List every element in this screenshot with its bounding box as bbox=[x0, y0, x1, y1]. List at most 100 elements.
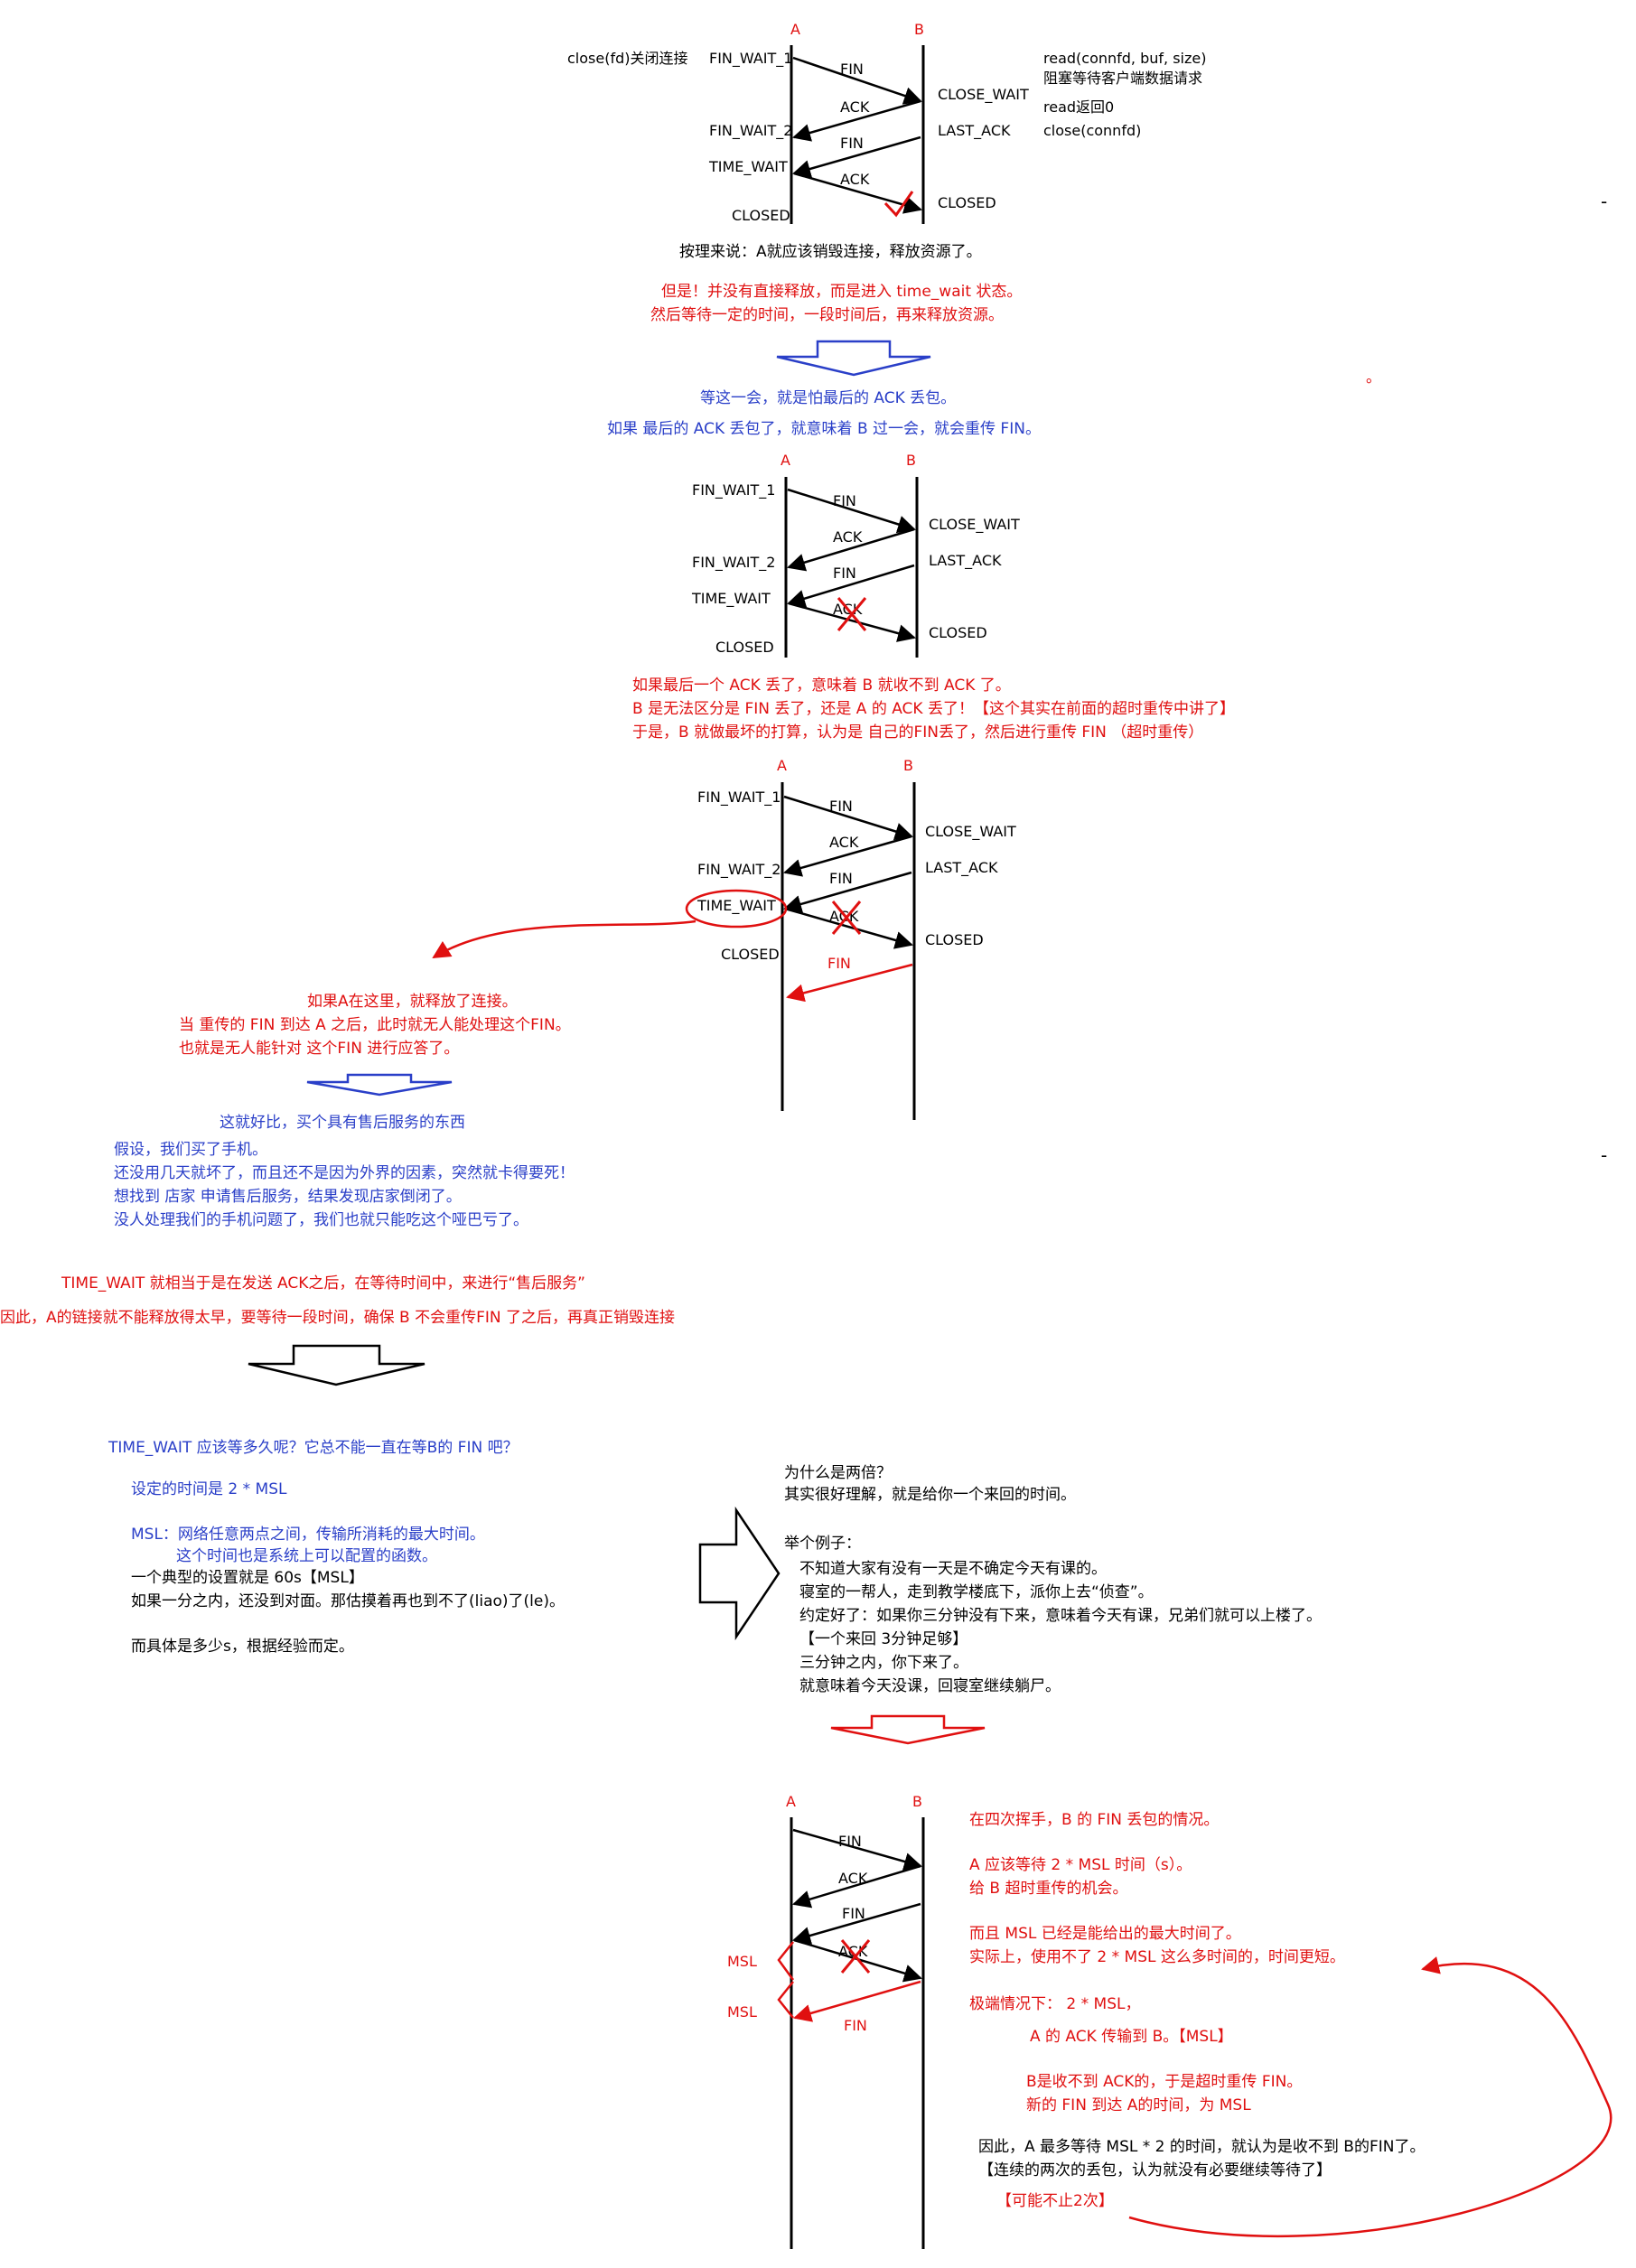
retransmit-fin-label: FIN bbox=[827, 955, 851, 972]
state-b-3: CLOSED bbox=[925, 931, 984, 948]
msg-1-label: FIN bbox=[833, 492, 856, 509]
msg-4-arrow bbox=[784, 907, 913, 949]
state-a-4: CLOSED bbox=[715, 639, 774, 656]
msg-1-label: FIN bbox=[829, 798, 853, 815]
state-a-2: FIN_WAIT_2 bbox=[697, 861, 781, 879]
text4-line3: 也就是无人能针对 这个FIN 进行应答了。 bbox=[179, 1040, 460, 1058]
text9-line4: 而且 MSL 已经是能给出的最大时间了。 bbox=[969, 1925, 1241, 1943]
text7-line7: 而具体是多少s，根据经验而定。 bbox=[131, 1638, 354, 1656]
right-note-3: read返回0 bbox=[1043, 98, 1114, 116]
down-arrow-icon-4 bbox=[830, 1714, 986, 1745]
text8-line1: 为什么是两倍？ bbox=[784, 1464, 892, 1482]
text3-line3: 于是，B 就做最坏的打算，认为是 自己的FIN丢了，然后进行重传 FIN （超时… bbox=[632, 723, 1204, 742]
left-note: close(fd)关闭连接 bbox=[567, 50, 688, 67]
host-b-label: B bbox=[914, 21, 924, 38]
msg-3-arrow bbox=[787, 564, 915, 608]
text1-line1: 按理来说：A就应该销毁连接，释放资源了。 bbox=[679, 243, 982, 261]
host-a-label: A bbox=[786, 1793, 796, 1810]
margin-mark-2: - bbox=[1601, 1144, 1608, 1166]
text9-line1: 在四次挥手，B 的 FIN 丢包的情况。 bbox=[969, 1811, 1220, 1829]
msg-1-arrow bbox=[787, 488, 916, 534]
msg-1-label: FIN bbox=[838, 1833, 862, 1850]
text8-line5: 寝室的一帮人，走到教学楼底下，派你上去“侦查”。 bbox=[799, 1583, 1154, 1601]
msg-2-label: ACK bbox=[840, 98, 870, 116]
checkmark-icon bbox=[883, 191, 914, 218]
state-a-3: TIME_WAIT bbox=[696, 897, 776, 915]
diagram-1: A B close(fd)关闭连接 FIN_WAIT_1 FIN_WAIT_2 … bbox=[567, 21, 1206, 224]
cross-icon bbox=[831, 901, 862, 935]
state-b-1: CLOSE_WAIT bbox=[929, 516, 1020, 534]
text7-line5: 一个典型的设置就是 60s【MSL】 bbox=[131, 1569, 364, 1587]
state-b-1: CLOSE_WAIT bbox=[925, 823, 1016, 841]
state-a-3: TIME_WAIT bbox=[691, 590, 771, 608]
text9-line3: 给 B 超时重传的机会。 bbox=[969, 1880, 1128, 1898]
text2-line2: 如果 最后的 ACK 丢包了，就意味着 B 过一会，就会重传 FIN。 bbox=[607, 420, 1041, 438]
msg-4-label: ACK bbox=[838, 1943, 868, 1960]
msl-bracket-2 bbox=[777, 1981, 794, 2019]
text9-line5: 实际上，使用不了 2 * MSL 这么多时间的，时间更短。 bbox=[969, 1948, 1345, 1966]
msg-2-label: ACK bbox=[838, 1870, 868, 1887]
state-a-4: CLOSED bbox=[732, 207, 790, 224]
text5-line5: 没人处理我们的手机问题了，我们也就只能吃这个哑巴亏了。 bbox=[114, 1211, 528, 1229]
down-arrow-icon-1 bbox=[776, 340, 931, 377]
right-note-4: close(connfd) bbox=[1043, 122, 1141, 139]
state-b-3: CLOSED bbox=[938, 194, 996, 211]
text2-line1: 等这一会，就是怕最后的 ACK 丢包。 bbox=[700, 389, 957, 407]
msg-3-label: FIN bbox=[842, 1905, 865, 1922]
text8-line3: 举个例子： bbox=[784, 1535, 861, 1553]
text7-line2: 设定的时间是 2 * MSL bbox=[131, 1480, 287, 1498]
text8-line9: 就意味着今天没课，回寝室继续躺尸。 bbox=[799, 1677, 1061, 1695]
text8-line7: 【一个来回 3分钟足够】 bbox=[799, 1630, 968, 1648]
msg-2-arrow bbox=[787, 527, 915, 572]
msg-2-arrow bbox=[783, 835, 912, 877]
msl-label-2: MSL bbox=[727, 2003, 757, 2021]
msg-3-arrow bbox=[792, 135, 921, 178]
msg-1-arrow bbox=[783, 795, 913, 841]
msg-2-arrow bbox=[792, 99, 921, 142]
margin-mark-1: - bbox=[1601, 191, 1608, 212]
retransmit-fin-arrow bbox=[786, 963, 913, 1003]
down-arrow-icon-3 bbox=[248, 1344, 425, 1386]
state-a-3: TIME_WAIT bbox=[708, 158, 788, 176]
text5-line3: 还没用几天就坏了，而且还不是因为外界的因素，突然就卡得要死！ bbox=[114, 1164, 575, 1182]
right-note-1: read(connfd, buf, size) bbox=[1043, 50, 1206, 67]
text8-line4: 不知道大家有没有一天是不确定今天有课的。 bbox=[799, 1560, 1107, 1578]
msg-1-label: FIN bbox=[840, 61, 864, 78]
host-b-label: B bbox=[912, 1793, 922, 1810]
msg-2-label: ACK bbox=[833, 528, 863, 546]
explanation-curve bbox=[1128, 1956, 1613, 2238]
msg-2-arrow bbox=[792, 1864, 921, 1909]
state-a-1: FIN_WAIT_1 bbox=[697, 789, 781, 807]
msg-4-arrow bbox=[788, 602, 916, 642]
text6-line1: TIME_WAIT 就相当于是在发送 ACK之后，在等待时间中，来进行“售后服务… bbox=[61, 1274, 585, 1293]
host-a-label: A bbox=[777, 757, 787, 774]
text7-line4: 这个时间也是系统上可以配置的函数。 bbox=[176, 1547, 437, 1565]
retransmit-fin-arrow bbox=[793, 1980, 921, 2022]
state-a-2: FIN_WAIT_2 bbox=[692, 554, 775, 572]
text8-line6: 约定好了：如果你三分钟没有下来，意味着今天有课，兄弟们就可以上楼了。 bbox=[799, 1607, 1322, 1625]
host-a-label: A bbox=[781, 452, 790, 469]
text9-line2: A 应该等待 2 * MSL 时间（s）。 bbox=[969, 1856, 1192, 1874]
state-b-3: CLOSED bbox=[929, 624, 987, 641]
host-b-label: B bbox=[906, 452, 916, 469]
text5-line1: 这就好比，买个具有售后服务的东西 bbox=[220, 1114, 465, 1132]
host-b-label: B bbox=[903, 757, 913, 774]
text5-line4: 想找到 店家 申请售后服务，结果发现店家倒闭了。 bbox=[114, 1188, 462, 1206]
text9-line11: 【连续的两次的丢包，认为就没有必要继续等待了】 bbox=[978, 2161, 1332, 2179]
text2-dot: 。 bbox=[1366, 369, 1381, 387]
right-arrow-icon bbox=[698, 1506, 781, 1641]
text7-line3: MSL：网络任意两点之间，传输所消耗的最大时间。 bbox=[131, 1526, 485, 1544]
msg-4-arrow bbox=[793, 172, 922, 214]
state-b-2: LAST_ACK bbox=[938, 122, 1011, 140]
text9-line6: 极端情况下： 2 * MSL， bbox=[969, 1995, 1141, 2013]
state-b-2: LAST_ACK bbox=[929, 552, 1002, 570]
retransmit-fin-label: FIN bbox=[844, 2017, 867, 2034]
text9-line7: A 的 ACK 传输到 B。【MSL】 bbox=[1030, 2028, 1233, 2046]
msl-label-1: MSL bbox=[727, 1953, 757, 1970]
state-b-1: CLOSE_WAIT bbox=[938, 86, 1029, 104]
text3-line1: 如果最后一个 ACK 丢了，意味着 B 就收不到 ACK 了。 bbox=[632, 677, 1011, 695]
text4-line1: 如果A在这里，就释放了连接。 bbox=[307, 993, 518, 1011]
text8-line2: 其实很好理解，就是给你一个来回的时间。 bbox=[784, 1486, 1076, 1504]
text5-line2: 假设，我们买了手机。 bbox=[114, 1141, 267, 1159]
msg-3-arrow bbox=[783, 871, 912, 913]
